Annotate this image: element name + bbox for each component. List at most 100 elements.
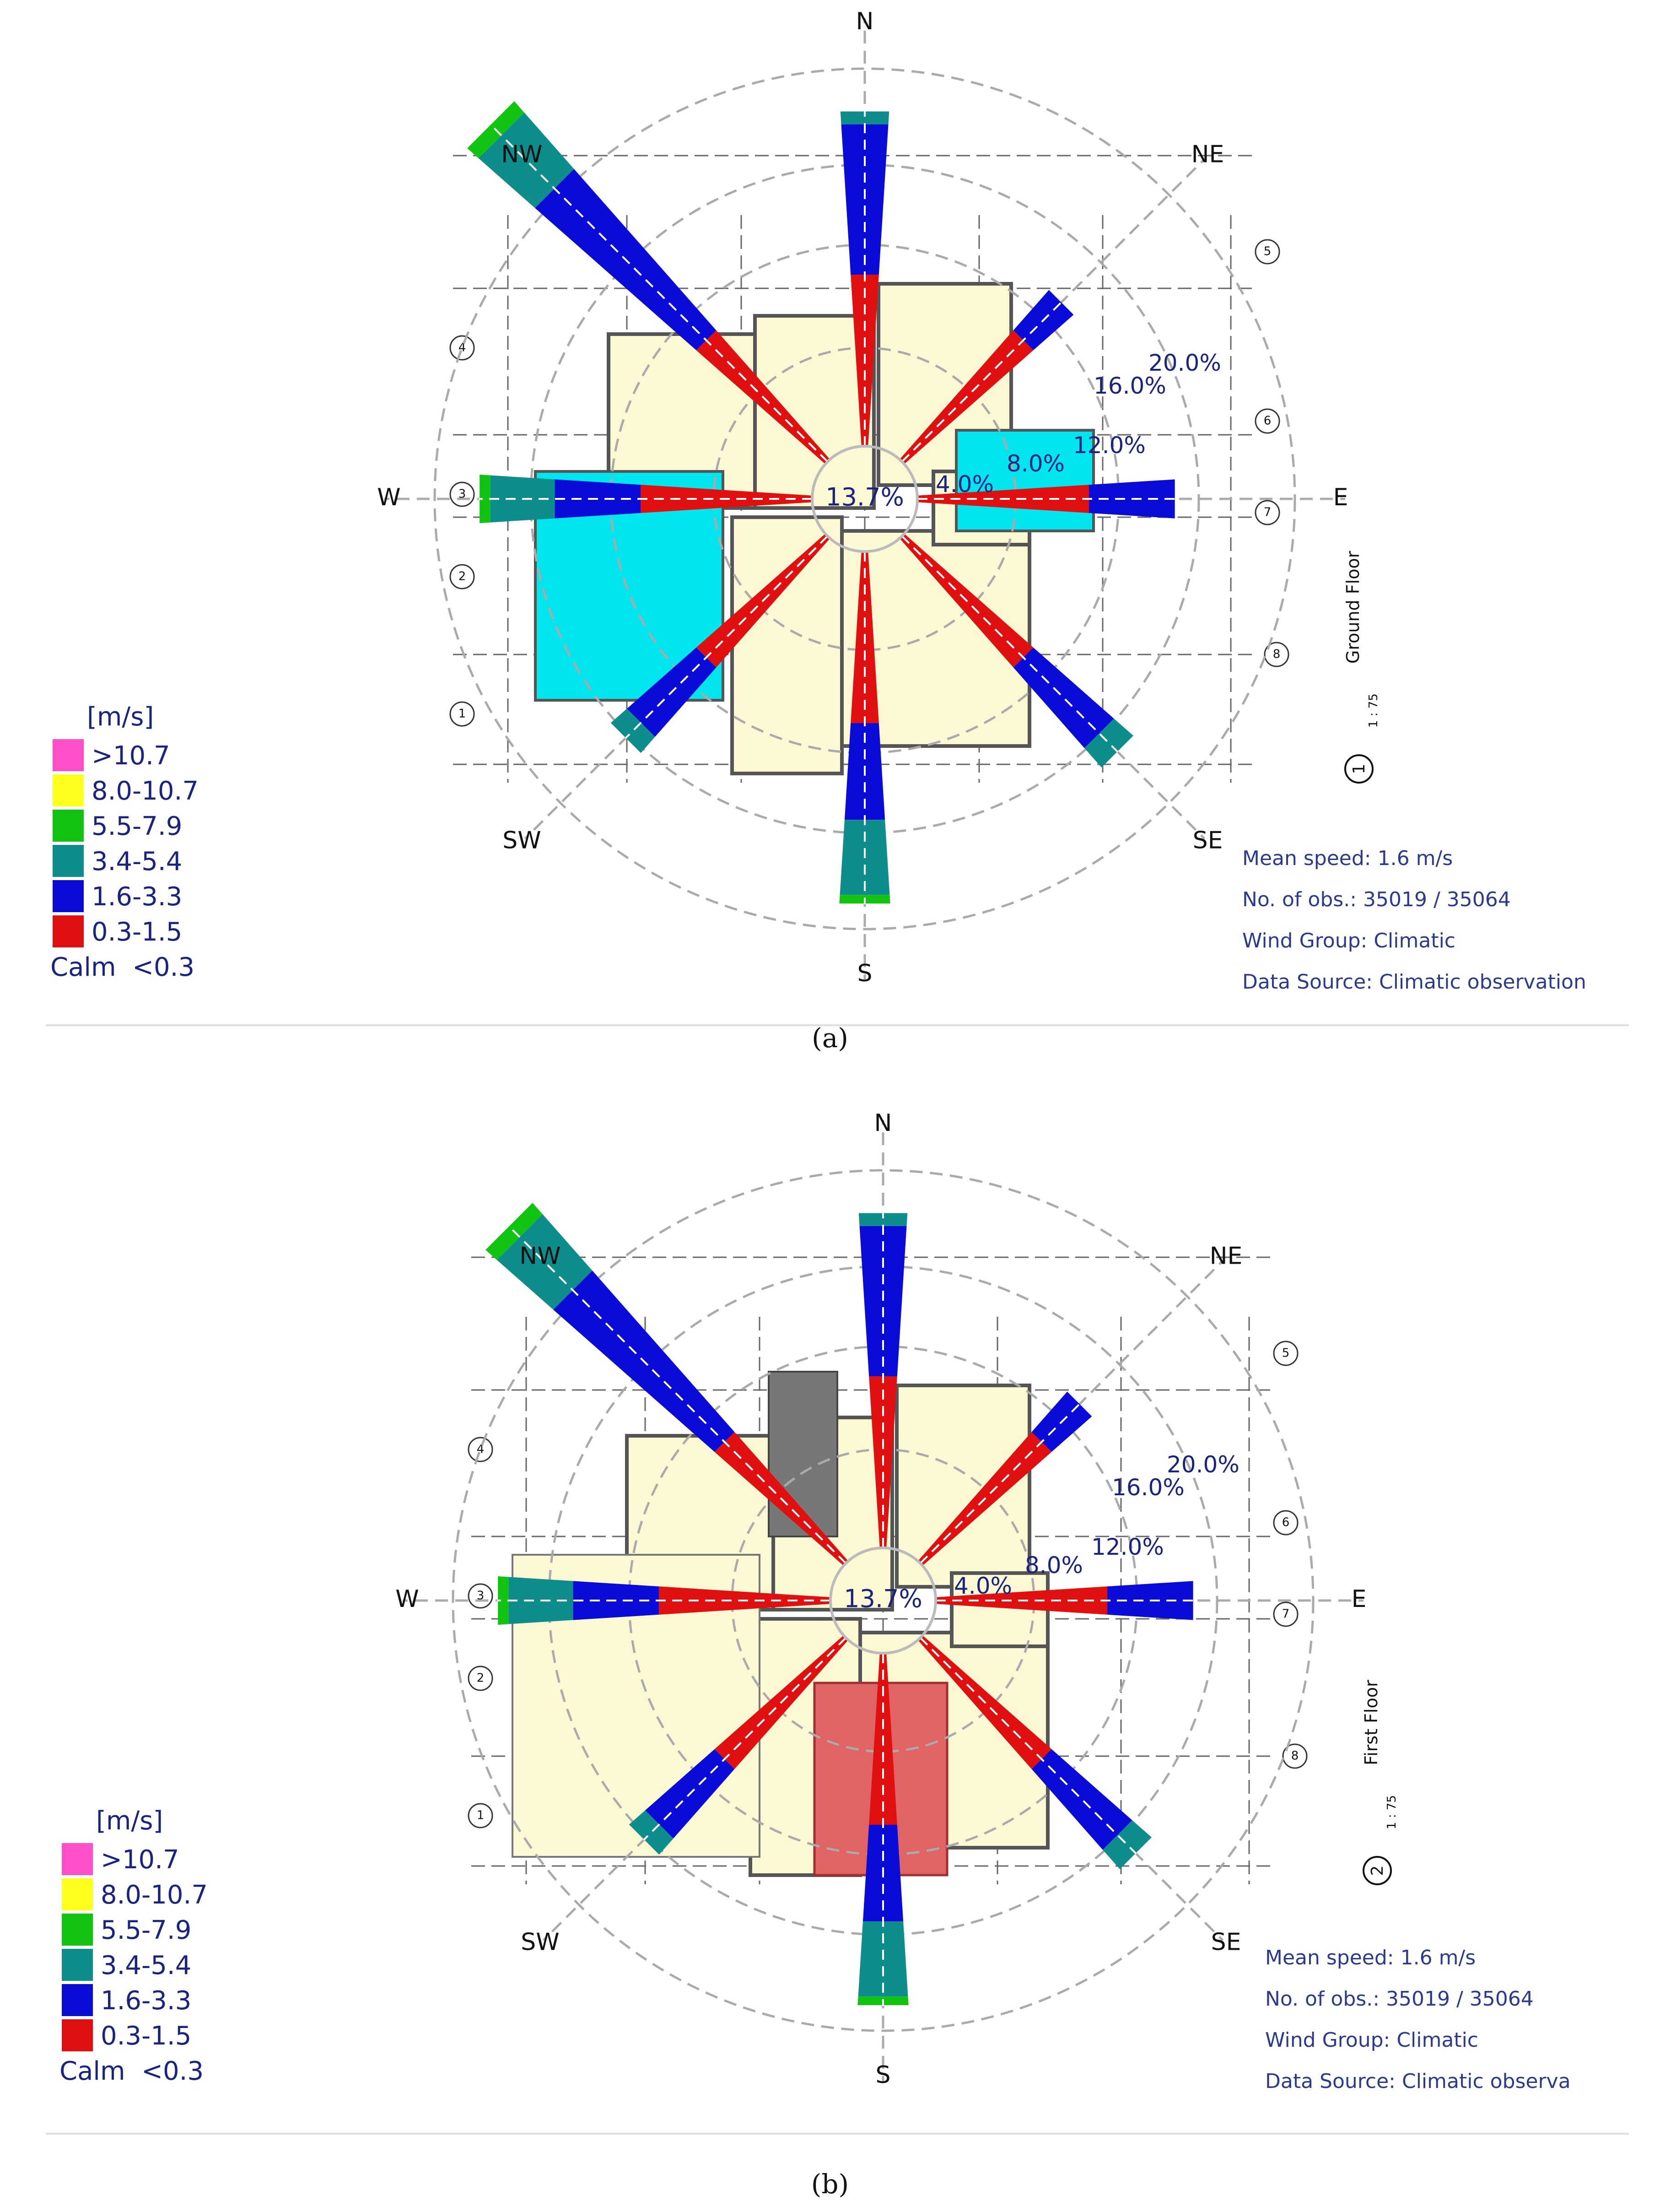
grid-axis-circle: [1255, 408, 1280, 434]
petal-n-1.6-3.3: [859, 1226, 907, 1376]
calm-circle: [829, 1547, 937, 1655]
info-observations: No. of obs.: 35019 / 35064: [1265, 1987, 1534, 2011]
legend-bin-label: 8.0-10.7: [92, 776, 199, 806]
legend-swatch: [62, 1843, 93, 1875]
petal-w-5.5-7.9: [498, 1576, 509, 1625]
wind-rose-figure-a: 1234567813.7%4.0%8.0%12.0%16.0%20.0%NNEE…: [46, 8, 1629, 1054]
grid-axis-circle: [468, 1437, 493, 1462]
petal-n-3.4-5.4: [840, 111, 889, 124]
compass-e: E: [1333, 484, 1348, 511]
grid-axis-circle: [1255, 500, 1280, 525]
compass-nw: NW: [519, 1242, 561, 1270]
info-mean-speed: Mean speed: 1.6 m/s: [1242, 847, 1453, 870]
speed-legend: [m/s]>10.78.0-10.75.5-7.93.4-5.41.6-3.30…: [59, 1806, 208, 2086]
frequency-ring: [433, 67, 1296, 930]
compass-se: SE: [1211, 1929, 1241, 1956]
legend-swatch: [53, 915, 84, 947]
grid-axis-number: 2: [477, 1671, 485, 1685]
petal-centerline: [901, 301, 1062, 463]
grid-axis-number: 3: [458, 487, 466, 501]
calm-circle: [811, 445, 919, 553]
compass-n: N: [874, 1109, 892, 1137]
grid-axis-number: 3: [477, 1589, 485, 1603]
floor-plan-room: [730, 515, 844, 775]
wind-info: Mean speed: 1.6 m/sNo. of obs.: 35019 / …: [1265, 1946, 1571, 2093]
grid-axis-circle: [449, 335, 475, 361]
grid-axis-number: 7: [1282, 1607, 1290, 1621]
terrace-area: [955, 429, 1095, 532]
ring-label: 20.0%: [1148, 350, 1221, 376]
petal-n-3.4-5.4: [858, 1213, 908, 1226]
petal-nw-3.4-5.4: [496, 1214, 593, 1310]
grid-axis-circle: [449, 701, 475, 727]
legend-swatch: [62, 1984, 93, 2016]
legend-calm-label: Calm <0.3: [59, 2056, 204, 2086]
grid-axis-number: 5: [1264, 245, 1272, 259]
floor-label-group: Ground Floor 1 1 : 75: [1343, 551, 1380, 784]
floor-label: Ground Floor: [1343, 551, 1363, 664]
wind-petals: [485, 1203, 1194, 2006]
calm-percentage: 13.7%: [825, 483, 904, 512]
grid-axis-circle: [449, 481, 475, 507]
compass-e: E: [1352, 1585, 1367, 1613]
grid-axis-circle: [1273, 1341, 1299, 1366]
compass-w: W: [395, 1585, 419, 1613]
petal-centerline: [919, 1403, 1081, 1564]
legend-unit: [m/s]: [96, 1806, 163, 1836]
legend-swatch: [53, 880, 84, 912]
legend-swatch: [53, 739, 84, 771]
legend-bin-label: >10.7: [101, 1845, 179, 1875]
grid-axis-circle: [1273, 1601, 1299, 1627]
grid-axis-circle: [1273, 1510, 1299, 1536]
petal-sw-3.4-5.4: [610, 708, 655, 753]
frequency-ring: [452, 1169, 1315, 2032]
floor-number-circle: [1344, 754, 1374, 784]
legend-calm-label: Calm <0.3: [50, 952, 194, 982]
ring-label: 20.0%: [1167, 1451, 1240, 1478]
floor-number: 1: [1350, 764, 1369, 774]
petal-centerline: [643, 1637, 847, 1841]
compass-n: N: [856, 8, 874, 35]
wind-rose-figure-b: 1234567813.7%4.0%8.0%12.0%16.0%20.0%NNEE…: [46, 1109, 1629, 2200]
petal-w-5.5-7.9: [480, 475, 490, 523]
ring-label: 4.0%: [936, 471, 994, 498]
grid-axis-number: 1: [477, 1809, 485, 1823]
grid-axis-number: 6: [1264, 414, 1272, 428]
grid-axis-circle: [1282, 1743, 1308, 1769]
floor-number-circle: [1363, 1856, 1392, 1885]
ring-label: 12.0%: [1073, 432, 1146, 459]
floor-scale: 1 : 75: [1367, 693, 1380, 728]
compass-sw: SW: [521, 1929, 559, 1956]
legend-bin-label: 5.5-7.9: [101, 1915, 191, 1945]
legend-bin-label: >10.7: [92, 741, 170, 771]
legend-swatch: [53, 810, 84, 842]
legend-swatch: [62, 2019, 93, 2051]
petal-centerline: [919, 1637, 1137, 1855]
grid-axis-number: 8: [1291, 1749, 1299, 1763]
legend-bin-label: 3.4-5.4: [92, 847, 182, 876]
speed-legend: [m/s]>10.78.0-10.75.5-7.93.4-5.41.6-3.30…: [50, 702, 199, 982]
panel-caption: (b): [811, 2169, 849, 2200]
compass-sw: SW: [502, 827, 541, 855]
legend-swatch: [62, 1949, 93, 1981]
legend-bin-label: 8.0-10.7: [101, 1880, 208, 1910]
grid-axis-number: 7: [1264, 506, 1272, 519]
legend-bin-label: 1.6-3.3: [92, 882, 182, 912]
grid-axis-circle: [468, 1803, 493, 1828]
floor-number: 2: [1368, 1866, 1387, 1876]
compass-ne: NE: [1210, 1242, 1243, 1270]
info-wind-group: Wind Group: Climatic: [1265, 2028, 1478, 2052]
legend-bin-label: 5.5-7.9: [92, 811, 182, 841]
legend-swatch: [53, 845, 84, 877]
info-data-source: Data Source: Climatic observation: [1242, 970, 1586, 994]
legend-unit: [m/s]: [87, 702, 154, 732]
petal-n-1.6-3.3: [841, 124, 889, 275]
petal-centerline: [901, 535, 1119, 753]
legend-swatch: [62, 1878, 93, 1910]
info-data-source: Data Source: Climatic observa: [1265, 2070, 1571, 2093]
